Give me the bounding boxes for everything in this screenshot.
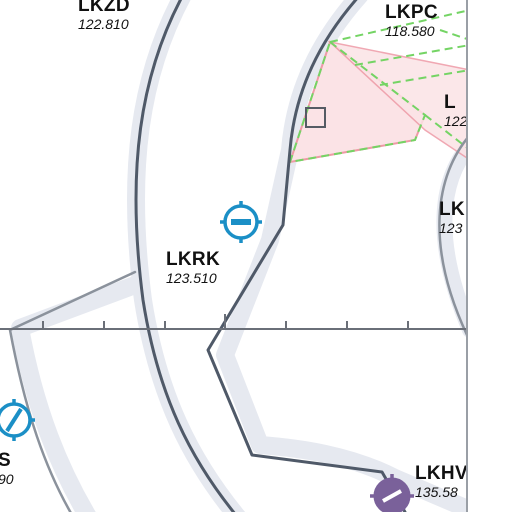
airfield-frequency: 123 [439, 220, 463, 236]
aerodrome-symbol-icon[interactable] [0, 399, 35, 441]
airfield-frequency: 122 [444, 113, 468, 129]
airspace-band-east-arc [436, 137, 478, 338]
airfield-id: LK [439, 199, 465, 220]
airfield-id: LKPC [385, 2, 438, 23]
dashed-boundary-corner [439, 29, 471, 41]
dashed-boundary-wedge [288, 40, 427, 164]
dashed-boundary-south [424, 114, 471, 151]
airfield-frequency: 123.510 [166, 270, 217, 286]
side-panel [467, 0, 512, 512]
scale-line [0, 314, 467, 330]
airspace-band-west [11, 276, 144, 512]
boundary-outer-arc [134, 0, 236, 512]
boundary-inner-line [206, 0, 407, 512]
airfield-label-lkzd[interactable]: LKZD 122.810 [78, 0, 130, 31]
airfield-label-lk-east[interactable]: LK 123 [439, 200, 465, 235]
airfield-id: L [444, 92, 456, 113]
airfield-frequency: 90 [0, 471, 14, 487]
obstacle-square-icon[interactable] [305, 107, 326, 128]
dashed-boundaries [288, 9, 471, 164]
airfield-label-s-west[interactable]: S 90 [0, 451, 14, 486]
airfield-id: S [0, 450, 11, 471]
aerodrome-symbol-icon[interactable] [370, 474, 414, 512]
airfield-label-lkpc[interactable]: LKPC 118.580 [385, 3, 438, 38]
dashed-boundary-mid [354, 44, 471, 66]
panel-divider [466, 0, 468, 512]
boundary-east-arc [438, 133, 472, 337]
airfield-label-lkrk[interactable]: LKRK 123.510 [166, 250, 220, 285]
airfield-id: LKRK [166, 249, 220, 270]
aerodrome-symbol-icon[interactable] [220, 201, 262, 243]
dashed-boundary-north [329, 9, 471, 43]
dashed-boundary-east [379, 69, 471, 86]
airfield-frequency: 135.58 [415, 484, 458, 500]
airfield-label-l-east[interactable]: L 122 [444, 93, 467, 128]
restricted-areas [288, 9, 471, 164]
airfield-id: LKZD [78, 0, 130, 16]
airfield-id: LKHV [415, 463, 468, 484]
boundary-west-line [8, 270, 137, 512]
airfield-frequency: 122.810 [78, 16, 129, 32]
airspace-boundaries-secondary [8, 133, 472, 512]
airfield-label-lkhv[interactable]: LKHV 135.58 [415, 464, 468, 499]
airspace-boundaries [134, 0, 407, 512]
airfield-frequency: 118.580 [385, 23, 435, 39]
